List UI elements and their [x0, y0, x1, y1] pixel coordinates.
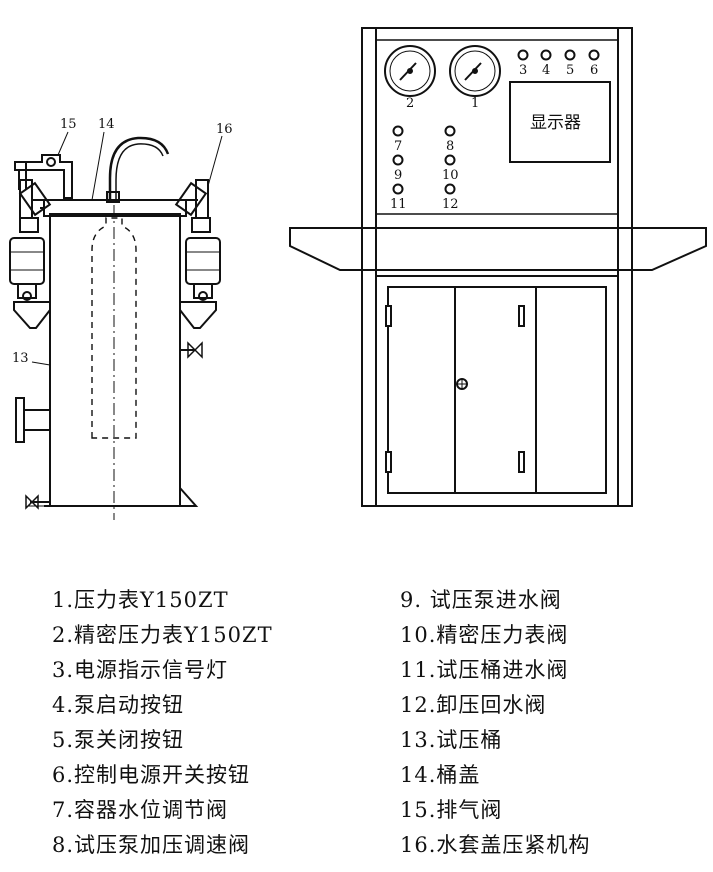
label-lamp-4: 4	[542, 63, 550, 78]
lamp-4	[540, 49, 552, 61]
valve-12	[444, 183, 456, 195]
legend-right: 9. 试压泵进水阀 10.精密压力表阀 11.试压桶进水阀 12.卸压回水阀 1…	[400, 583, 590, 863]
callout-15: 15	[60, 117, 77, 132]
legend-item: 9. 试压泵进水阀	[400, 588, 562, 612]
display-box	[509, 81, 611, 163]
control-console	[289, 27, 707, 507]
hose	[108, 136, 170, 200]
label-valve-8: 8	[446, 139, 454, 154]
valve-11	[392, 183, 404, 195]
drain-valve	[25, 494, 50, 510]
legend-left: 1.压力表Y150ZT 2.精密压力表Y150ZT 3.电源指示信号灯 4.泵启…	[52, 583, 273, 863]
legend-item: 14.桶盖	[400, 763, 481, 787]
label-valve-10: 10	[442, 168, 459, 183]
legend-item: 15.排气阀	[400, 798, 503, 822]
label-lamp-5: 5	[566, 63, 574, 78]
lamp-3	[517, 49, 529, 61]
lamp-6	[588, 49, 600, 61]
console-left-post	[361, 27, 377, 507]
callout-13: 13	[12, 351, 29, 366]
equipment-drawing: 15 14 16 13 2 1 3 4 5 6 7 8 9 10 11 12 显…	[9, 27, 707, 520]
label-valve-11: 11	[390, 197, 407, 212]
lamp-5	[564, 49, 576, 61]
legend-item: 13.试压桶	[400, 728, 503, 752]
display-label: 显示器	[530, 113, 581, 133]
console-table-top	[289, 227, 707, 271]
label-valve-12: 12	[442, 197, 459, 212]
left-clamp-assembly	[9, 179, 52, 329]
legend-item: 8.试压泵加压调速阀	[52, 833, 251, 857]
label-valve-7: 7	[394, 139, 402, 154]
label-lamp-3: 3	[519, 63, 527, 78]
label-valve-9: 9	[394, 168, 402, 183]
valve-7	[392, 125, 404, 137]
console-cabinet	[375, 275, 619, 507]
right-clamp-assembly	[174, 179, 221, 329]
legend-item: 11.试压桶进水阀	[400, 658, 569, 682]
side-flange	[15, 397, 51, 443]
legend-item: 3.电源指示信号灯	[52, 658, 229, 682]
legend-item: 6.控制电源开关按钮	[52, 763, 251, 787]
vessel-body	[49, 213, 181, 507]
valve-8	[444, 125, 456, 137]
callout-14: 14	[98, 117, 115, 132]
side-valve	[180, 341, 203, 359]
drawing-labels: 15 14 16 13 2 1 3 4 5 6 7 8 9 10 11 12 显…	[12, 63, 598, 366]
callout-16: 16	[216, 122, 233, 137]
gauge-2	[384, 45, 436, 97]
legend-item: 5.泵关闭按钮	[52, 728, 185, 752]
gauge-1	[449, 45, 501, 97]
legend-item: 12.卸压回水阀	[400, 693, 547, 717]
legend-item: 7.容器水位调节阀	[52, 798, 229, 822]
test-vessel	[9, 131, 223, 520]
legend-item: 10.精密压力表阀	[400, 623, 569, 647]
console-right-post	[617, 27, 633, 507]
label-gauge-1: 1	[471, 96, 479, 111]
legend-item: 1.压力表Y150ZT	[52, 588, 229, 612]
label-gauge-2: 2	[406, 96, 414, 111]
valve-10	[444, 154, 456, 166]
legend-item: 2.精密压力表Y150ZT	[52, 623, 273, 647]
valve-9	[392, 154, 404, 166]
label-lamp-6: 6	[590, 63, 598, 78]
legend-item: 16.水套盖压紧机构	[400, 833, 591, 857]
legend-item: 4.泵启动按钮	[52, 693, 185, 717]
